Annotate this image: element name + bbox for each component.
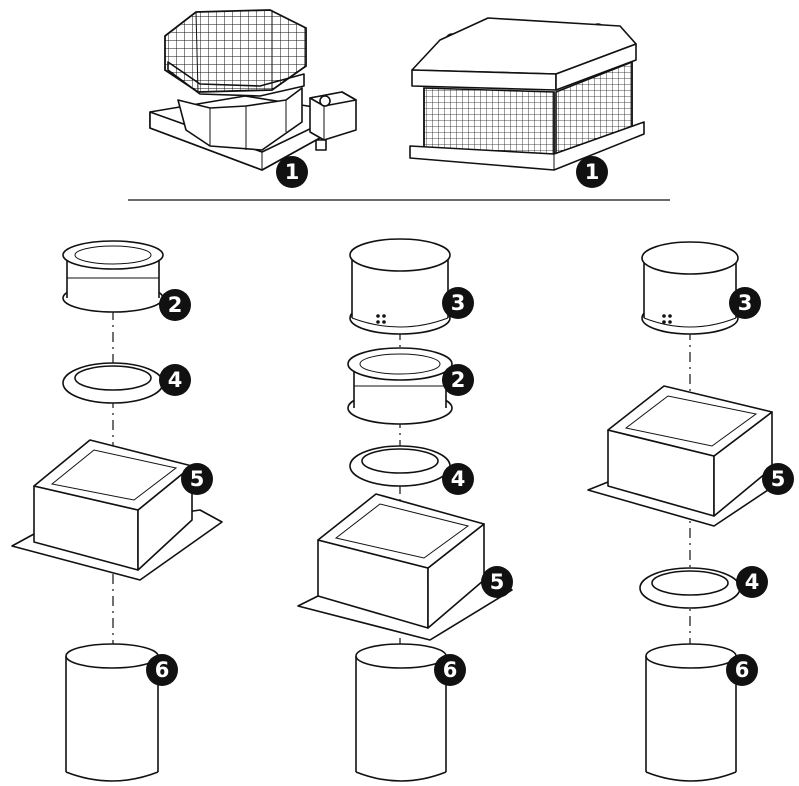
duct-adapter xyxy=(349,238,451,335)
badge-label: 4 xyxy=(745,570,760,594)
badge-label: 2 xyxy=(168,293,183,317)
badge-right-4: 4 xyxy=(736,566,768,598)
badge-mid-6: 6 xyxy=(434,654,466,686)
right-assembly xyxy=(587,241,787,782)
counter-flange xyxy=(349,445,451,487)
badge-left-5: 5 xyxy=(181,463,213,495)
badge-label: 1 xyxy=(285,160,300,184)
duct-sleeve xyxy=(645,643,737,782)
counter-flange xyxy=(639,567,741,609)
badge-fan-horizontal: 1 xyxy=(576,156,608,188)
badge-label: 4 xyxy=(168,368,183,392)
left-assembly xyxy=(11,240,223,782)
badge-left-2: 2 xyxy=(159,289,191,321)
roof-curb xyxy=(587,385,787,527)
badge-label: 5 xyxy=(771,467,786,491)
roof-curb xyxy=(297,493,513,641)
badge-label: 1 xyxy=(585,160,600,184)
roof-curb xyxy=(11,439,223,581)
badge-right-5: 5 xyxy=(762,463,794,495)
badge-label: 5 xyxy=(190,467,205,491)
duct-adapter xyxy=(641,241,739,335)
badge-mid-2: 2 xyxy=(442,364,474,396)
badge-label: 5 xyxy=(490,570,505,594)
badge-label: 6 xyxy=(443,658,458,682)
duct-sleeve xyxy=(355,643,447,782)
middle-assembly xyxy=(297,238,513,782)
counter-flange xyxy=(62,362,164,404)
badge-label: 3 xyxy=(451,291,466,315)
badge-mid-4: 4 xyxy=(442,463,474,495)
flexible-connector xyxy=(347,347,453,425)
fan-vertical-discharge xyxy=(149,9,357,171)
badge-left-4: 4 xyxy=(159,364,191,396)
badge-label: 2 xyxy=(451,368,466,392)
badge-mid-5: 5 xyxy=(481,566,513,598)
badge-right-3: 3 xyxy=(729,287,761,319)
duct-sleeve xyxy=(65,643,159,782)
badge-label: 6 xyxy=(155,658,170,682)
badge-label: 6 xyxy=(735,658,750,682)
fan-horizontal-discharge xyxy=(409,17,645,171)
badge-left-6: 6 xyxy=(146,654,178,686)
badge-fan-vertical: 1 xyxy=(276,156,308,188)
badge-label: 3 xyxy=(738,291,753,315)
badge-right-6: 6 xyxy=(726,654,758,686)
flexible-connector xyxy=(62,240,164,313)
badge-label: 4 xyxy=(451,467,466,491)
badge-mid-3: 3 xyxy=(442,287,474,319)
